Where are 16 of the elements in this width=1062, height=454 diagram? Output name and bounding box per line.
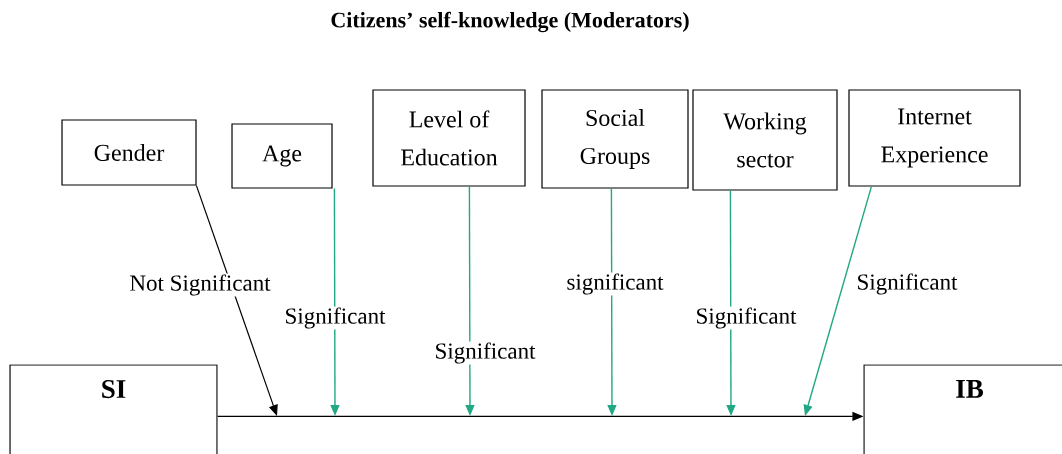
variable-box: IB (863, 364, 1062, 454)
moderator-box: Gender (61, 119, 197, 186)
edge-label: Significant (855, 272, 959, 296)
edge-label: Significant (433, 341, 537, 365)
edge-label: Significant (694, 306, 798, 330)
edge-label: Not Significant (128, 273, 272, 297)
variable-box: SI (9, 364, 218, 454)
moderator-box: Level of Education (372, 89, 526, 187)
arrow (195, 185, 278, 416)
moderator-box: Working sector (692, 89, 838, 191)
title: Citizens’ self-knowledge (Moderators) (331, 11, 689, 33)
moderator-box: Internet Experience (848, 89, 1021, 187)
edge-label: Significant (283, 306, 387, 330)
moderator-box: Social Groups (541, 89, 689, 189)
edge-label: significant (565, 272, 665, 296)
moderator-box: Age (231, 123, 333, 189)
